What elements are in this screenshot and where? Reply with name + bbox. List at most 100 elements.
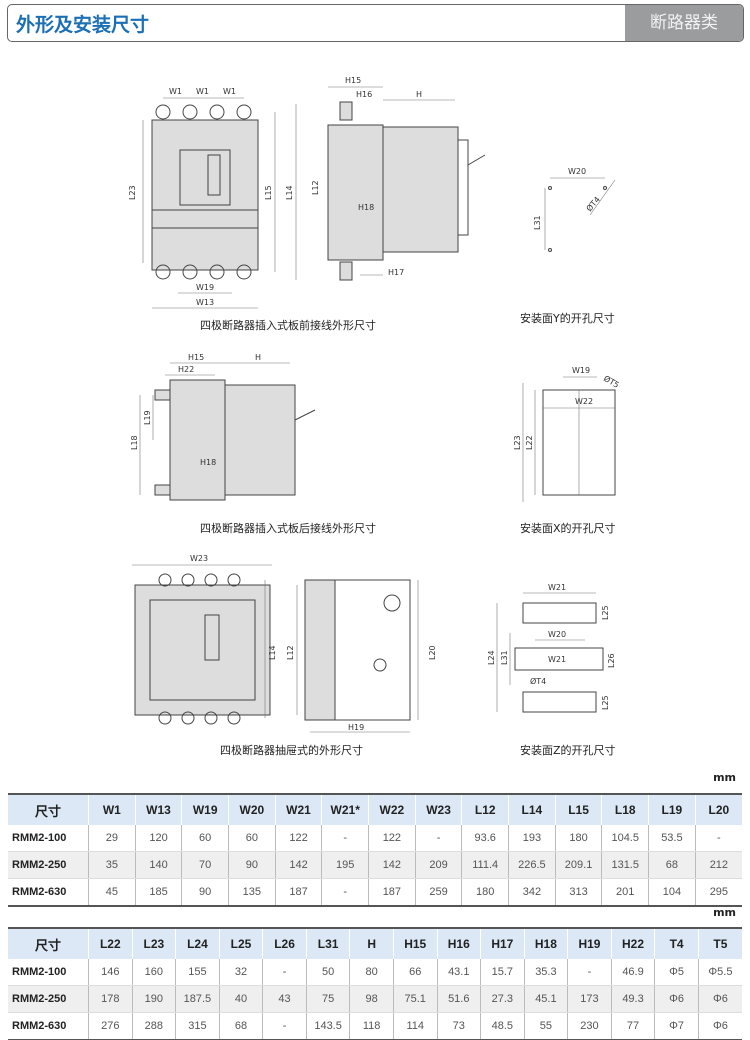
value-cell: 104.5 [601,825,649,852]
value-cell: 27.3 [480,985,525,1013]
value-cell: 180 [461,878,509,907]
value-cell: 29 [88,825,136,852]
column-header: L25 [218,927,263,959]
side-view-drawing: H15 H16 H L12 H18 H17 [311,76,486,281]
value-cell: - [321,878,369,907]
column-header: H [349,927,394,959]
value-cell: 187 [274,878,322,907]
column-header: W1 [88,793,136,825]
column-header: W23 [414,793,462,825]
value-cell: 131.5 [601,851,649,879]
value-cell: - [567,959,612,986]
value-cell: 120 [134,825,182,852]
dimension-drawings: W1 W1 W1 L23 L15 L14 W19 W13 H15 H16 H L… [128,76,621,757]
value-cell: 51.6 [436,985,481,1013]
value-cell: Φ6 [697,985,742,1013]
column-header: W21* [321,793,369,825]
dimension-label: H19 [348,723,364,732]
dimension-label: ØT4 [530,676,546,686]
dimension-label: H15 [345,76,361,85]
column-header: L22 [88,927,133,959]
dimension-label: W23 [190,554,208,563]
value-cell: Φ5.5 [697,959,742,986]
column-header: H17 [480,927,525,959]
value-cell: 114 [392,1012,437,1040]
value-cell: 146 [88,959,133,986]
value-cell: 143.5 [305,1012,350,1040]
dimension-label: W1 [223,87,236,96]
caption-mounting-y: 安装面Y的开孔尺寸 [520,311,615,325]
drawout-front-drawing: W23 L14 [132,554,277,725]
dimension-label: L23 [128,185,137,200]
value-cell: 118 [349,1012,394,1040]
column-header: L14 [508,793,556,825]
value-cell: Φ7 [654,1012,699,1040]
value-cell: 15.7 [480,959,525,986]
column-header: H15 [392,927,437,959]
dimension-label: L23 [513,435,522,450]
column-header: H22 [610,927,655,959]
column-header: H16 [436,927,481,959]
dimension-label: H18 [200,458,216,467]
model-cell: RMM2-630 [8,1012,89,1040]
column-header: W20 [228,793,276,825]
value-cell: 43.1 [436,959,481,986]
column-header: 尺寸 [8,793,89,825]
value-cell: 70 [181,851,229,879]
value-cell: 187 [368,878,416,907]
unit-label: mm [713,771,736,784]
value-cell: 173 [567,985,612,1013]
column-header: H18 [523,927,568,959]
value-cell: 209.1 [554,851,602,879]
mounting-x-drawing: W19 ØT5 W22 L23 L22 [513,366,621,502]
value-cell: 212 [694,851,742,879]
value-cell: 313 [554,878,602,907]
rear-side-view-drawing: H15 H22 H L19 L18 H18 [130,353,316,501]
value-cell: 193 [508,825,556,852]
value-cell: 35 [88,851,136,879]
value-cell: 295 [694,878,742,907]
dimension-label: W13 [196,298,214,307]
value-cell: 111.4 [461,851,509,879]
value-cell: - [694,825,742,852]
value-cell: 230 [567,1012,612,1040]
value-cell: 35.3 [523,959,568,986]
column-header: T5 [697,927,742,959]
dimension-label: L25 [601,605,610,620]
value-cell: 98 [349,985,394,1013]
value-cell: 80 [349,959,394,986]
value-cell: 122 [274,825,322,852]
column-header: L20 [694,793,742,825]
value-cell: 155 [175,959,220,986]
value-cell: 93.6 [461,825,509,852]
dimension-label: L25 [601,695,610,710]
value-cell: 140 [134,851,182,879]
value-cell: 276 [88,1012,133,1040]
column-header: W22 [368,793,416,825]
value-cell: 55 [523,1012,568,1040]
column-header: L23 [131,927,176,959]
dimension-label: L22 [525,435,534,450]
front-view-drawing: W1 W1 W1 L23 L15 L14 W19 W13 [128,87,297,309]
dimension-label: W21 [548,583,566,592]
caption-rear-connection: 四极断路器插入式板后接线外形尺寸 [200,521,376,535]
dimension-label: L20 [428,645,437,660]
page-title: 外形及安装尺寸 [16,14,150,36]
value-cell: 90 [228,851,276,879]
model-cell: RMM2-100 [8,825,89,852]
dimension-label: L14 [268,645,277,660]
value-cell: 187.5 [175,985,220,1013]
column-header: L26 [262,927,307,959]
value-cell: 160 [131,959,176,986]
dimension-label: H [255,353,261,362]
value-cell: 180 [554,825,602,852]
value-cell: 50 [305,959,350,986]
value-cell: 209 [414,851,462,879]
dimension-label: ØT5 [602,373,621,390]
value-cell: 46.9 [610,959,655,986]
value-cell: 259 [414,878,462,907]
